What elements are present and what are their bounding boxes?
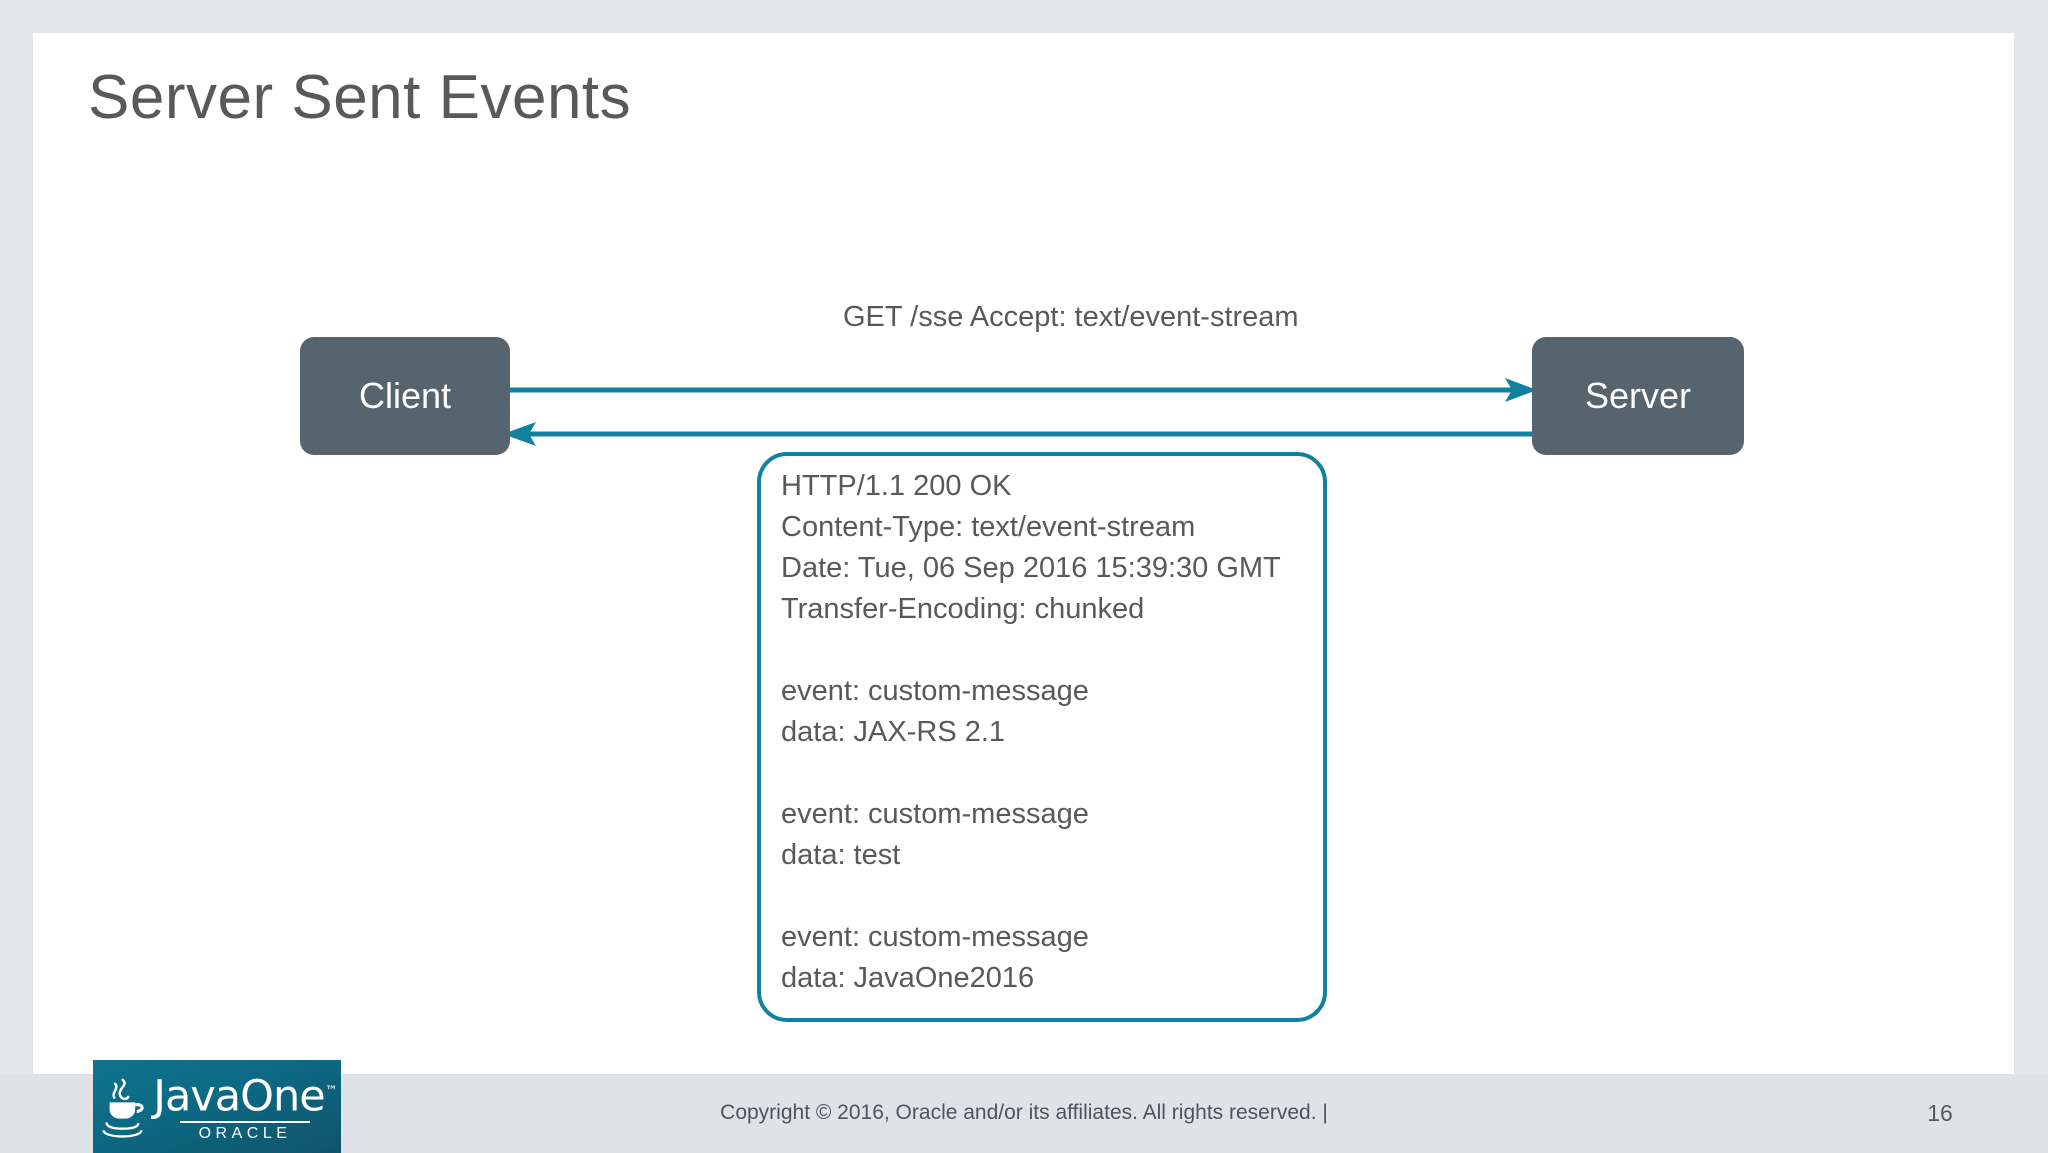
javaone-wordmark-title: JavaOne™	[153, 1070, 338, 1119]
footer-bar	[0, 1074, 2048, 1153]
javaone-wordmark: JavaOne™ ORACLE	[153, 1070, 338, 1142]
response-message-text: HTTP/1.1 200 OK Content-Type: text/event…	[781, 470, 1281, 994]
oracle-wordmark: ORACLE	[198, 1124, 292, 1142]
page-number: 16	[1927, 1100, 1953, 1126]
java-coffee-cup-icon	[102, 1078, 144, 1138]
diagram-node-client: Client	[300, 337, 510, 455]
trademark-icon: ™	[324, 1084, 338, 1100]
javaone-logo: JavaOne™ ORACLE	[93, 1060, 341, 1153]
request-header-label: GET /sse Accept: text/event-stream	[843, 301, 1299, 333]
diagram-node-client-label: Client	[358, 375, 452, 416]
footer-copyright: Copyright © 2016, Oracle and/or its affi…	[720, 1101, 1328, 1124]
diagram-node-server-label: Server	[1584, 375, 1692, 416]
response-message-box: HTTP/1.1 200 OK Content-Type: text/event…	[757, 452, 1327, 1022]
page-title: Server Sent Events	[88, 63, 632, 132]
javaone-title-text: JavaOne	[153, 1071, 325, 1122]
diagram-node-server: Server	[1532, 337, 1744, 455]
logo-divider	[179, 1120, 310, 1123]
